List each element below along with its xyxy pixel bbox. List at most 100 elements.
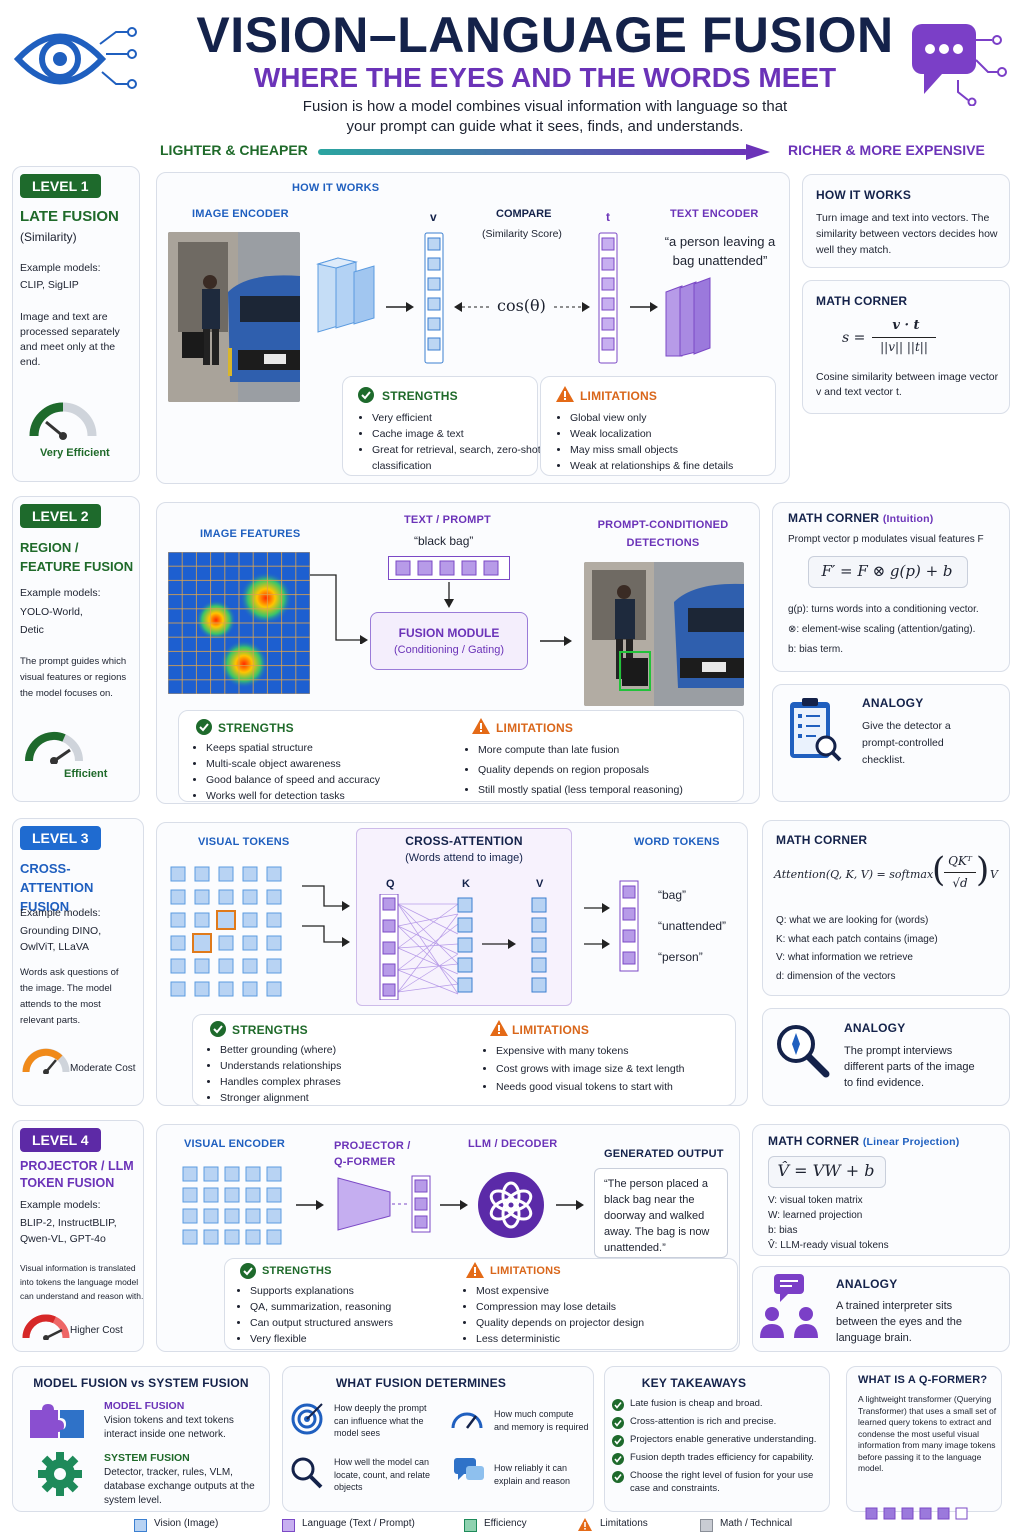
arrow-icon <box>386 300 414 312</box>
list-item: Multi-scale object awareness <box>206 756 466 772</box>
level1-sub: (Similarity) <box>20 230 77 244</box>
text-prompt-label: TEXT / PROMPT <box>404 514 491 526</box>
eye-logo-icon <box>12 14 140 104</box>
list-item: Supports explanations <box>250 1283 460 1299</box>
level4-desc: Visual information is translated into to… <box>20 1263 144 1301</box>
level4-math-card <box>752 1124 1010 1256</box>
level3-math-note-2: K: what each patch contains (image) <box>776 934 938 945</box>
level2-strengths-title: STRENGTHS <box>218 721 294 735</box>
list-item: Cache image & text <box>372 426 548 442</box>
list-item: Cost grows with image size & text length <box>496 1060 746 1078</box>
math-tag: (Linear Projection) <box>862 1136 960 1148</box>
target-icon <box>290 1402 324 1436</box>
compare-sub: (Similarity Score) <box>482 228 562 240</box>
list-item: Keeps spatial structure <box>206 740 466 756</box>
what-fusion-determines-card <box>282 1366 594 1512</box>
level1-how-title: HOW IT WORKS <box>292 182 380 194</box>
list-item: Needs good visual tokens to start with <box>496 1078 746 1096</box>
legend-limitations-icon <box>578 1518 592 1531</box>
q-former-text: A lightweight transformer (Querying Tran… <box>858 1394 997 1473</box>
level1-strengths-box <box>342 376 538 476</box>
legend-vision: Vision (Image) <box>154 1518 219 1529</box>
attention-frac-num: QKᵀ <box>948 854 972 868</box>
level4-math-note-2: W: learned projection <box>768 1210 863 1221</box>
arrow-icon <box>630 300 658 312</box>
level3-strengths-list: Better grounding (where) Understands rel… <box>208 1042 460 1106</box>
fusion-module-sub: (Conditioning / Gating) <box>393 644 505 656</box>
level3-math-note-4: d: dimension of the vectors <box>776 971 896 982</box>
legend-language-swatch <box>282 1519 295 1532</box>
cosine-formula: cos(θ) <box>497 296 546 315</box>
level3-strengths-title: STRENGTHS <box>232 1023 308 1037</box>
generated-output-label: GENERATED OUTPUT <box>604 1148 724 1160</box>
word-person: “person” <box>658 950 703 964</box>
text-quote: “a person leaving a bag unattended” <box>664 234 776 268</box>
efficiency-gauge-icon <box>28 400 98 440</box>
level4-models: BLIP-2, InstructBLIP, Qwen-VL, GPT-4o <box>20 1217 117 1245</box>
list-item: Very efficient <box>372 410 548 426</box>
cross-attention-sub: (Words attend to image) <box>405 852 523 864</box>
level4-side-panel <box>12 1120 144 1352</box>
list-item: More compute than late fusion <box>478 740 750 760</box>
takeaways-title: KEY TAKEAWAYS <box>641 1376 747 1390</box>
takeaways-list: Late fusion is cheap and broad. Cross-at… <box>612 1398 826 1495</box>
word-token-column <box>618 880 640 972</box>
prompt-quote: “black bag” <box>414 534 474 548</box>
text-encoder-block <box>664 276 716 358</box>
check-icon <box>612 1417 624 1429</box>
down-arrow-icon <box>443 582 455 608</box>
k-label: K <box>462 878 470 890</box>
level4-name: PROJECTOR / LLM TOKEN FUSION <box>20 1159 134 1190</box>
attention-paren-right: ) <box>976 850 990 890</box>
list-item: Weak localization <box>570 426 786 442</box>
level4-math-note-1: V: visual token matrix <box>768 1195 863 1206</box>
image-vector <box>424 232 444 364</box>
projector-shape <box>334 1172 434 1236</box>
v-label: V <box>536 878 544 890</box>
visual-encoder-label: VISUAL ENCODER <box>184 1138 285 1150</box>
level3-math-title: MATH CORNER <box>776 833 868 847</box>
legend-math-swatch <box>700 1519 713 1532</box>
level2-math-note-1: g(p): turns words into a conditioning ve… <box>788 604 979 615</box>
check-icon <box>612 1453 624 1465</box>
level1-strengths-list: Very efficient Cache image & text Great … <box>360 410 548 474</box>
legend-language: Language (Text / Prompt) <box>302 1518 415 1529</box>
list-item: Most expensive <box>476 1283 746 1299</box>
legend-vision-swatch <box>134 1519 147 1532</box>
key-takeaways-card <box>604 1366 830 1512</box>
level1-badge: LEVEL 1 <box>20 174 101 198</box>
level2-math-title: MATH CORNER (Intuition) <box>788 511 933 525</box>
takeaway-text: Cross-attention is rich and precise. <box>630 1416 777 1427</box>
determines-4: How reliably it can explain and reason <box>494 1463 571 1486</box>
list-item: Quality depends on projector design <box>476 1315 746 1331</box>
legend-efficiency-swatch <box>464 1519 477 1532</box>
list-item: Very flexible <box>250 1331 460 1347</box>
list-item: Good balance of speed and accuracy <box>206 772 466 788</box>
visual-tokens-label: VISUAL TOKENS <box>198 836 290 848</box>
level4-models-label: Example models: <box>20 1199 101 1211</box>
level3-math-note-1: Q: what we are looking for (words) <box>776 915 929 926</box>
warning-icon <box>490 1020 508 1036</box>
word-bag: “bag” <box>658 888 687 902</box>
list-item: Works well for detection tasks <box>206 788 466 804</box>
arrow-icon <box>540 634 572 646</box>
math-numerator: v · t <box>892 318 920 333</box>
scale-right-label: RICHER & MORE EXPENSIVE <box>788 142 985 158</box>
model-fusion-label: MODEL FUSION <box>104 1400 185 1412</box>
level1-limits-list: Global view only Weak localization May m… <box>558 410 786 474</box>
list-item: Can output structured answers <box>250 1315 460 1331</box>
level2-analogy-text: Give the detector a prompt-controlled ch… <box>862 720 951 766</box>
check-icon <box>358 387 374 403</box>
level2-limits-list: More compute than late fusion Quality de… <box>466 740 750 800</box>
model-fusion-text: Vision tokens and text tokens interact i… <box>104 1415 234 1440</box>
arrow-icon <box>556 1198 584 1210</box>
efficiency-gauge-icon <box>24 730 84 765</box>
level1-math-note: Cosine similarity between image vector v… <box>816 371 999 398</box>
list-item: Understands relationships <box>220 1058 460 1074</box>
level4-strengths-list: Supports explanations QA, summarization,… <box>238 1283 460 1347</box>
detection-photo <box>584 562 744 706</box>
cost-gauge-icon <box>22 1046 70 1075</box>
search-icon <box>290 1456 324 1490</box>
takeaway-text: Fusion depth trades efficiency for capab… <box>630 1452 814 1463</box>
attention-formula-left: Attention(Q, K, V) = softmax <box>774 868 934 881</box>
